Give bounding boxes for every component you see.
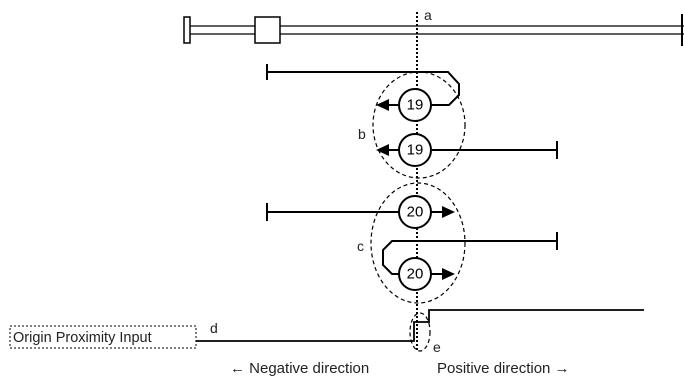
label-c: c: [357, 238, 364, 254]
marker-circle-19: [398, 133, 432, 167]
signal-waveform: [196, 309, 644, 342]
edge-e-outline: [409, 312, 431, 352]
negative-direction-label: ← Negative direction: [230, 360, 369, 377]
marker-20-upper: 20: [407, 204, 424, 221]
group-b-outline: [372, 71, 466, 179]
marker-20-lower: 20: [407, 266, 424, 283]
label-e: e: [433, 339, 441, 355]
label-b: b: [358, 126, 366, 142]
case-b: 19 19 b: [266, 64, 558, 179]
slider-block: [254, 16, 281, 44]
path-c2-line: [382, 240, 557, 275]
proximity-signal: Origin Proximity Input d e: [9, 309, 644, 355]
label-a: a: [424, 7, 432, 23]
marker-circle-20: [398, 195, 432, 229]
axis-rail: [183, 14, 684, 46]
origin-proximity-input-box: [9, 325, 197, 349]
positive-direction-label: Positive direction →: [437, 360, 570, 377]
arrow-right-icon: [442, 268, 455, 280]
marker-circle-19: [398, 88, 432, 122]
group-c-outline: [370, 182, 466, 304]
label-d: d: [210, 320, 218, 336]
case-c: 20 20 c: [266, 182, 558, 304]
arrow-left-icon: [376, 144, 389, 156]
marker-19-lower: 19: [407, 142, 424, 159]
marker-19-upper: 19: [407, 97, 424, 114]
marker-circle-20: [398, 257, 432, 291]
rail-left-stopper: [183, 16, 191, 44]
origin-proximity-input-label: Origin Proximity Input: [13, 330, 152, 346]
arrow-left-icon: [376, 99, 389, 111]
arrow-right-icon: [442, 206, 455, 218]
